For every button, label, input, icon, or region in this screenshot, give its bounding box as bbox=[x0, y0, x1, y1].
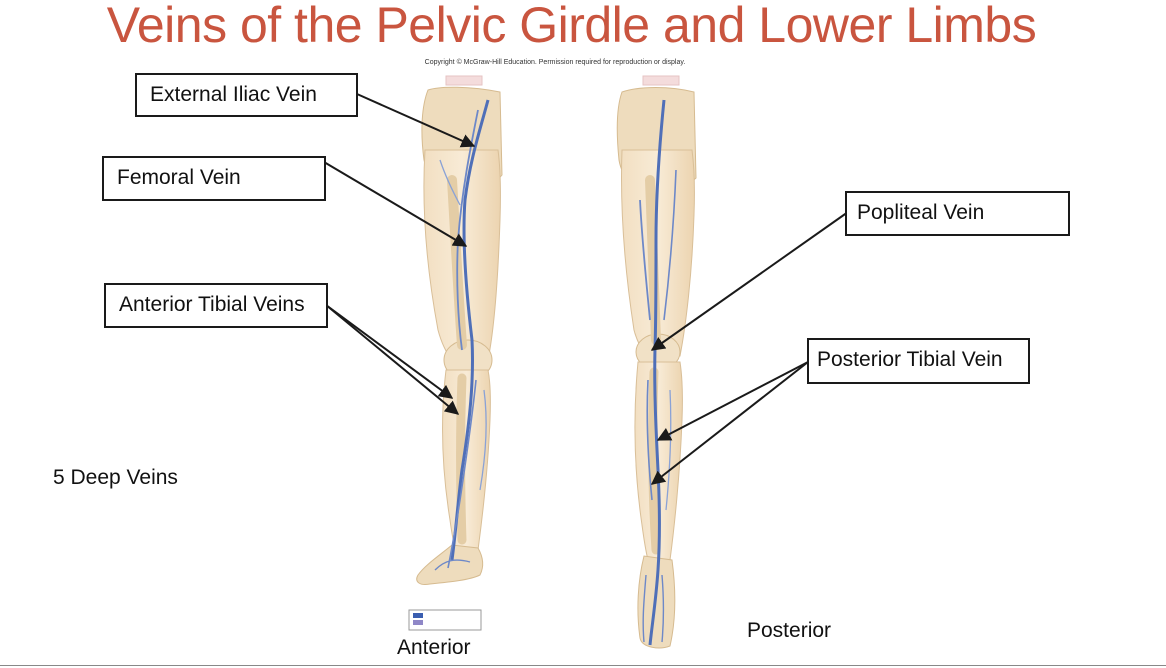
leader-external-iliac bbox=[356, 93, 476, 148]
anterior-vein-4 bbox=[439, 159, 461, 206]
posterior-vein-main bbox=[648, 99, 666, 646]
posterior-vein-3 bbox=[663, 169, 677, 321]
label-popliteal-vein: Popliteal Vein bbox=[845, 191, 1070, 236]
label-anterior-tibial-veins: Anterior Tibial Veins bbox=[104, 283, 328, 328]
anterior-tibia bbox=[456, 373, 467, 545]
anterior-foot bbox=[416, 544, 484, 585]
slide-title: Veins of the Pelvic Girdle and Lower Lim… bbox=[106, 0, 1037, 53]
view-label-anterior: Anterior bbox=[397, 636, 471, 659]
color-key-frame bbox=[408, 609, 482, 631]
posterior-vein-4 bbox=[646, 379, 653, 501]
color-key-swatch-light bbox=[413, 620, 423, 625]
label-femoral-vein: Femoral Vein bbox=[102, 156, 326, 201]
anterior-vein-6 bbox=[434, 559, 471, 571]
view-label-posterior: Posterior bbox=[747, 619, 832, 642]
label-posterior-tibial-vein: Posterior Tibial Vein bbox=[807, 338, 1030, 384]
anterior-vein-3 bbox=[447, 379, 477, 569]
label-external-iliac-vein: External Iliac Vein bbox=[135, 73, 358, 117]
leader-anterior-tibial-1 bbox=[325, 304, 454, 399]
posterior-leg bbox=[616, 75, 697, 649]
anterior-vein-5 bbox=[479, 389, 487, 491]
anterior-leg bbox=[416, 75, 503, 585]
posterior-top-marker bbox=[642, 75, 680, 86]
posterior-vein-5 bbox=[665, 389, 672, 511]
leader-femoral bbox=[323, 161, 468, 247]
deep-veins-note: 5 Deep Veins bbox=[53, 466, 178, 489]
leader-posterior-tibial-1 bbox=[656, 361, 809, 441]
leader-anterior-tibial-2 bbox=[325, 304, 460, 415]
bottom-rule bbox=[0, 665, 1166, 666]
posterior-tibia bbox=[648, 367, 661, 555]
leader-lines bbox=[323, 93, 849, 485]
color-key bbox=[408, 609, 482, 631]
anterior-vein-main bbox=[450, 99, 490, 561]
copyright-notice: Copyright © McGraw-Hill Education. Permi… bbox=[424, 59, 686, 66]
anterior-top-marker bbox=[445, 75, 483, 86]
color-key-swatch-vein bbox=[413, 613, 423, 618]
posterior-vein-6 bbox=[642, 574, 665, 643]
posterior-vein-2 bbox=[639, 199, 651, 321]
leader-popliteal bbox=[650, 211, 849, 351]
leader-posterior-tibial-2 bbox=[650, 361, 809, 485]
